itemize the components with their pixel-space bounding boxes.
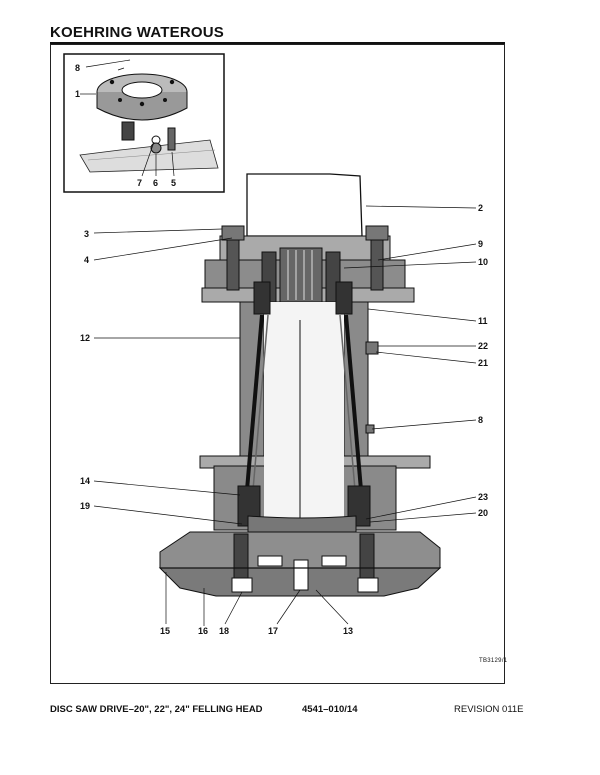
callout-21: 21: [478, 358, 489, 368]
header-rule: [50, 42, 505, 44]
callout-7: 7: [137, 178, 143, 188]
callout-14: 14: [80, 476, 91, 486]
callout-1: 1: [75, 89, 81, 99]
callout-5: 5: [171, 178, 177, 188]
drive-shaft: [246, 173, 363, 237]
callout-13: 13: [343, 626, 354, 636]
callout-17: 17: [268, 626, 279, 636]
footer-revision: REVISION 011E: [454, 704, 524, 715]
callout-2: 2: [478, 203, 484, 213]
footer-title: DISC SAW DRIVE–20", 22", 24" FELLING HEA…: [50, 704, 263, 715]
callout-12: 12: [80, 333, 91, 343]
inset-detail: [63, 53, 225, 193]
callout-8-inset: 8: [75, 63, 81, 73]
callout-3: 3: [84, 229, 90, 239]
callout-23: 23: [478, 492, 489, 502]
leader-lines: [93, 205, 477, 626]
callout-19: 19: [80, 501, 91, 511]
callout-8-housing: 8: [478, 415, 484, 425]
callout-4: 4: [84, 255, 90, 265]
drawing-reference: TB3129/1: [479, 658, 508, 664]
disc-hub: [158, 515, 442, 597]
callout-18: 18: [219, 626, 230, 636]
brand-title: KOEHRING WATEROUS: [50, 24, 224, 41]
callout-10: 10: [478, 257, 489, 267]
callout-20: 20: [478, 508, 489, 518]
housing: [199, 281, 431, 575]
callout-11: 11: [478, 316, 488, 326]
callout-6: 6: [153, 178, 159, 188]
footer-part-number: 4541–010/14: [302, 704, 358, 715]
figure-frame: [50, 44, 505, 684]
callout-15: 15: [160, 626, 171, 636]
callout-9: 9: [478, 239, 484, 249]
callout-16: 16: [198, 626, 209, 636]
callout-22: 22: [478, 341, 489, 351]
